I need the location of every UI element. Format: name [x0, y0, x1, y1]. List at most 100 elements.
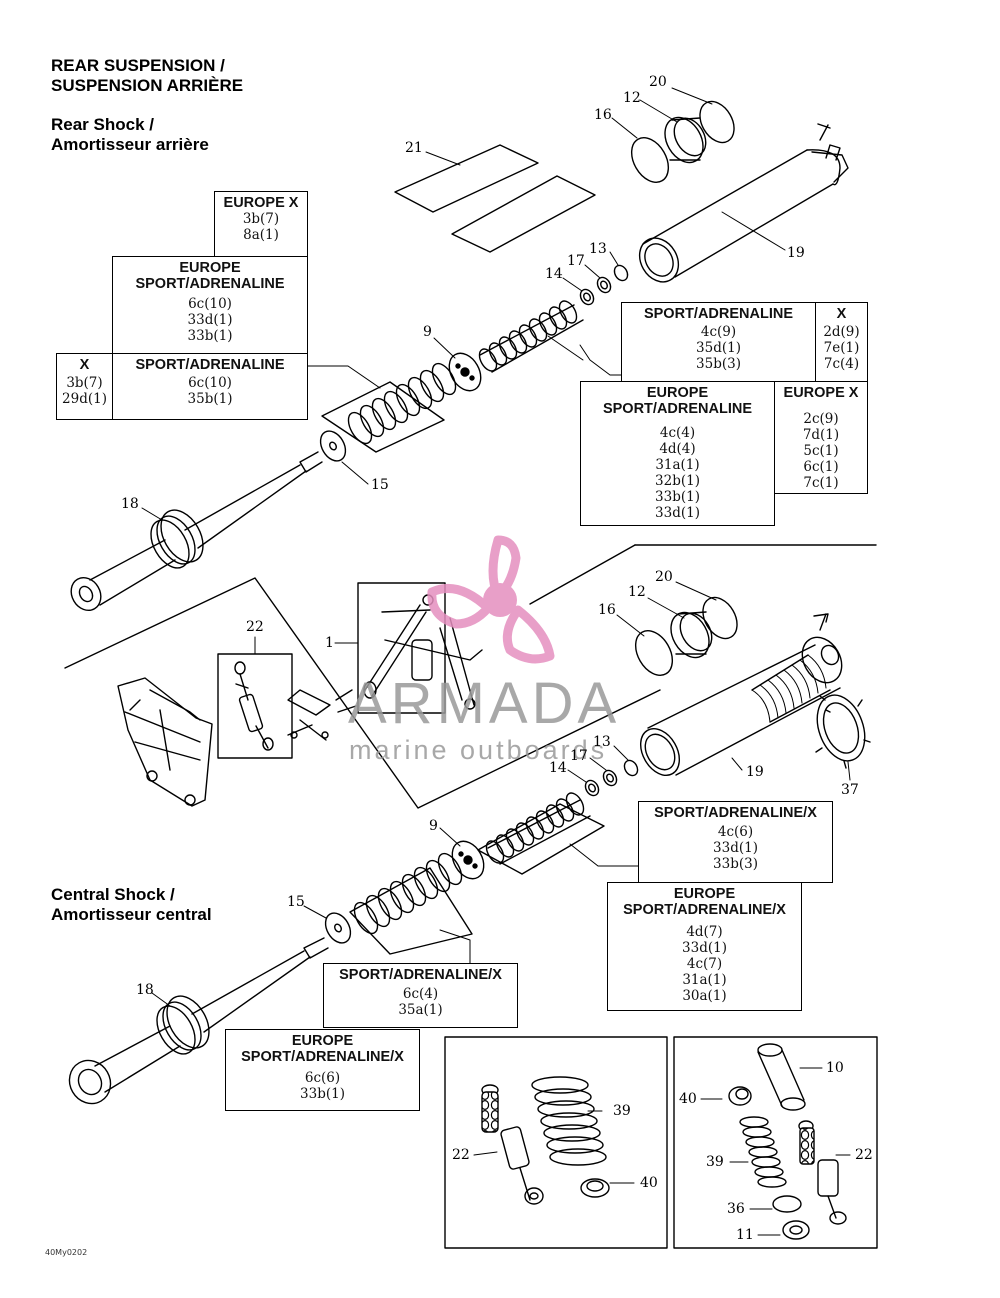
- ref-value: 5c(1): [803, 443, 839, 459]
- ref-box-values: 2d(9) 7e(1) 7c(4): [816, 322, 867, 372]
- ref-box-x-upper-right: X 2d(9) 7e(1) 7c(4): [815, 302, 868, 382]
- ref-box-sport-adrenaline-x-central-left: SPORT/ADRENALINE/X 6c(4) 35a(1): [323, 963, 518, 1028]
- callout-36: 36: [727, 1201, 745, 1217]
- shock-22-inset-upper: [234, 661, 274, 751]
- ref-box-europe-sport-adrenaline-upper-right: EUROPE SPORT/ADRENALINE 4c(4) 4d(4) 31a(…: [580, 381, 775, 526]
- ref-value: 4c(7): [686, 956, 723, 972]
- figure-code: 40My0202: [45, 1248, 88, 1257]
- upper-reservoir-cylinder: [638, 123, 849, 283]
- lower-reservoir-cylinder: [639, 613, 843, 776]
- suspension-frame-sketch: [117, 677, 331, 807]
- inset-shock-22-right: [798, 1120, 847, 1225]
- ref-box-title: EUROPE SPORT/ADRENALINE/X: [241, 1033, 404, 1065]
- ref-value: 32b(1): [655, 473, 700, 489]
- ref-box-values: 4c(4) 4d(4) 31a(1) 32b(1) 33b(1) 33d(1): [581, 417, 774, 521]
- callout-15-upper: 15: [371, 477, 389, 493]
- callout-12-upper: 12: [623, 90, 641, 106]
- callout-22-upper: 22: [246, 619, 264, 635]
- ref-box-europe-sport-adrenaline-x-central-right: EUROPE SPORT/ADRENALINE/X 4d(7) 33d(1) 4…: [607, 882, 802, 1011]
- ref-box-values: 3b(7) 8a(1): [215, 211, 307, 243]
- ref-box-sport-adrenaline-x-central-right: SPORT/ADRENALINE/X 4c(6) 33d(1) 33b(3): [638, 801, 833, 883]
- callout-9-upper: 9: [423, 324, 432, 340]
- ref-box-values: 6c(10) 35b(1): [113, 373, 307, 407]
- shock-body-18-lower: [68, 937, 329, 1105]
- o-ring-16-upper: [630, 137, 670, 183]
- ref-box-values: 6c(4) 35a(1): [324, 983, 517, 1018]
- washer-14-lower: [584, 779, 600, 797]
- callout-18-upper: 18: [121, 496, 139, 512]
- callout-9-lower: 9: [429, 818, 438, 834]
- upper-valve-stack-small: [478, 300, 584, 373]
- ref-value: 7c(4): [823, 356, 860, 372]
- callout-17-upper: 17: [567, 253, 585, 269]
- ref-box-values: 2c(9) 7d(1) 5c(1) 6c(1) 7c(1): [775, 401, 867, 491]
- callout-18-lower: 18: [136, 982, 154, 998]
- ref-box-values: 6c(6) 33b(1): [226, 1065, 419, 1102]
- lower-stack-small-bracket: [477, 803, 605, 875]
- lower-valve-stack-large: [353, 852, 463, 935]
- ref-box-title: EUROPE SPORT/ADRENALINE/X: [623, 886, 786, 918]
- ref-box-europe-x-upper-right: EUROPE X 2c(9) 7d(1) 5c(1) 6c(1) 7c(1): [774, 381, 868, 494]
- ref-value: 7d(1): [802, 427, 840, 443]
- inset-clip-11: [782, 1220, 810, 1240]
- inset-boot-10: [757, 1043, 806, 1111]
- callout-16-lower: 16: [598, 602, 616, 618]
- ref-value: 31a(1): [682, 972, 727, 988]
- callout-20-lower: 20: [655, 569, 673, 585]
- ref-value: 31a(1): [655, 457, 700, 473]
- divider-frame: [64, 577, 661, 809]
- ref-value: 29d(1): [62, 391, 107, 407]
- ref-box-title: EUROPE SPORT/ADRENALINE: [135, 260, 285, 292]
- ref-value: 3b(7): [242, 211, 280, 227]
- ref-value: 35b(1): [187, 391, 233, 407]
- ref-value: 33d(1): [655, 505, 700, 521]
- inset-spring-39-right: [739, 1116, 787, 1188]
- ref-box-europe-sport-adrenaline-x-central-left: EUROPE SPORT/ADRENALINE/X 6c(6) 33b(1): [225, 1029, 420, 1111]
- cap-20-upper: [699, 100, 735, 144]
- ref-box-values: 6c(10) 33d(1) 33b(1): [113, 292, 307, 344]
- section-title: REAR SUSPENSION / SUSPENSION ARRIÈRE: [51, 56, 243, 96]
- nut-13-lower: [623, 759, 639, 777]
- upper-stack-bracket-outline: [321, 381, 445, 453]
- ref-box-values: 3b(7) 29d(1): [57, 373, 112, 407]
- ref-value: 33b(1): [187, 328, 233, 344]
- ref-value: 33b(1): [655, 489, 700, 505]
- watermark-tagline: marine outboards: [349, 735, 608, 765]
- ref-value: 2d(9): [823, 324, 860, 340]
- o-ring-16-lower: [634, 630, 674, 676]
- callout-12-lower: 12: [628, 584, 646, 600]
- central-shock-heading-line-2: Amortisseur central: [51, 905, 212, 924]
- ref-value: 6c(10): [188, 375, 232, 391]
- ref-box-sport-adrenaline-upper-left: SPORT/ADRENALINE 6c(10) 35b(1): [112, 353, 308, 420]
- ref-box-values: 4c(6) 33d(1) 33b(3): [639, 821, 832, 872]
- ref-box-title: SPORT/ADRENALINE/X: [339, 967, 502, 983]
- ref-box-europe-x-upper: EUROPE X 3b(7) 8a(1): [214, 191, 308, 257]
- ref-value: 4d(4): [659, 441, 696, 457]
- cap-20-lower: [702, 596, 738, 640]
- callout-20-upper: 20: [649, 74, 667, 90]
- ref-box-europe-sport-adrenaline-upper: EUROPE SPORT/ADRENALINE 6c(10) 33d(1) 33…: [112, 256, 308, 354]
- piston-9-upper: [448, 352, 482, 392]
- box-1-frame: [357, 582, 446, 714]
- callout-17-lower: 17: [570, 748, 588, 764]
- ref-value: 2c(9): [803, 411, 839, 427]
- ref-value: 7c(1): [803, 475, 839, 491]
- inset-spring-39-left: [531, 1076, 607, 1166]
- washer-15-upper: [319, 430, 347, 462]
- inset-ring-36: [772, 1195, 802, 1213]
- callout-37: 37: [841, 782, 859, 798]
- rear-shock-heading-line-1: Rear Shock /: [51, 115, 154, 134]
- shock-body-18-upper: [70, 451, 323, 612]
- ref-box-title: EUROPE X: [223, 195, 299, 211]
- callout-40-left: 40: [640, 1175, 658, 1191]
- callout-16-upper: 16: [594, 107, 612, 123]
- central-shock-sketch: [335, 594, 483, 713]
- rear-shock-heading: Rear Shock / Amortisseur arrière: [51, 115, 209, 155]
- ref-value: 7e(1): [823, 340, 860, 356]
- callout-13-upper: 13: [589, 241, 607, 257]
- callout-22-left: 22: [452, 1147, 470, 1163]
- ref-value: 35b(3): [696, 356, 741, 372]
- inset-seat-40-left: [580, 1178, 610, 1198]
- callout-14-upper: 14: [545, 266, 563, 282]
- central-shock-heading: Central Shock / Amortisseur central: [51, 885, 212, 925]
